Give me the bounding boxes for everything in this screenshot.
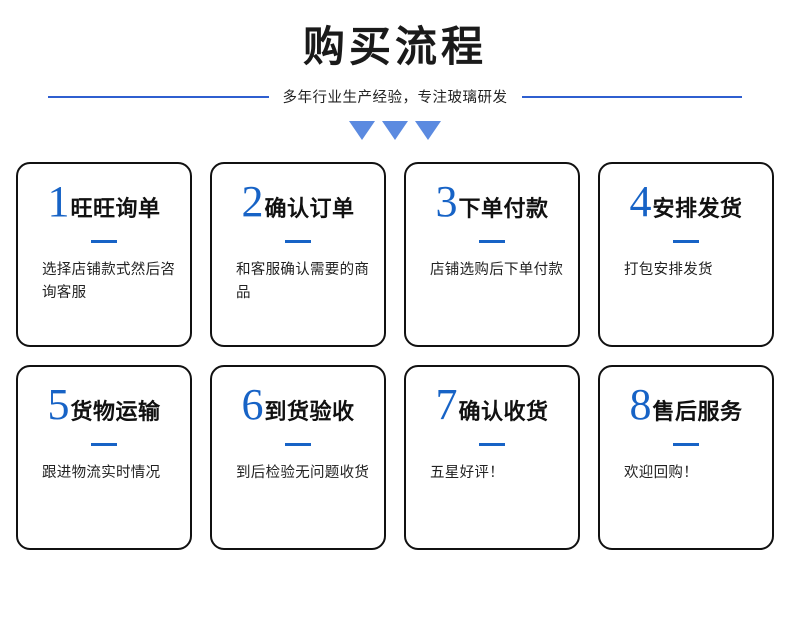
step-number: 5 (47, 380, 70, 430)
step-description: 选择店铺款式然后咨询客服 (42, 262, 176, 301)
page-header: 购买流程 多年行业生产经验，专注玻璃研发 (0, 0, 790, 141)
step-number: 6 (241, 380, 264, 430)
step-title: 售后服务 (652, 399, 743, 425)
page-subtitle: 多年行业生产经验，专注玻璃研发 (282, 90, 508, 107)
step-header: 7 确认收货 (420, 383, 564, 427)
step-card: 4 安排发货 打包安排发货 (598, 162, 774, 348)
step-title: 到货验收 (264, 399, 355, 425)
triangle-down-icon (415, 121, 441, 141)
arrow-group (0, 121, 790, 141)
step-description: 欢迎回购！ (624, 465, 698, 482)
step-divider (91, 240, 117, 244)
step-header: 1 旺旺询单 (32, 180, 176, 224)
step-divider (479, 443, 505, 447)
steps-grid: 1 旺旺询单 选择店铺款式然后咨询客服 2 确认订单 和客服确认需要的商品 3 … (15, 162, 775, 551)
step-card: 7 确认收货 五星好评！ (404, 365, 580, 551)
subtitle-row: 多年行业生产经验，专注玻璃研发 (0, 86, 790, 107)
step-header: 2 确认订单 (226, 180, 370, 224)
step-number: 4 (629, 177, 652, 227)
step-title: 货物运输 (70, 399, 161, 425)
rule-left (48, 95, 269, 98)
step-number: 7 (435, 380, 458, 430)
rule-right (521, 95, 742, 98)
step-header: 6 到货验收 (226, 383, 370, 427)
step-description: 五星好评！ (430, 465, 504, 482)
step-number: 2 (241, 177, 264, 227)
step-header: 3 下单付款 (420, 180, 564, 224)
step-title: 旺旺询单 (70, 196, 161, 222)
step-title: 下单付款 (458, 196, 549, 222)
step-divider (285, 240, 311, 244)
page-title: 购买流程 (302, 23, 487, 70)
step-card: 2 确认订单 和客服确认需要的商品 (210, 162, 386, 348)
step-header: 5 货物运输 (32, 383, 176, 427)
step-card: 6 到货验收 到后检验无问题收货 (210, 365, 386, 551)
step-title: 确认订单 (264, 196, 355, 222)
triangle-down-icon (382, 121, 408, 141)
step-title: 确认收货 (458, 399, 549, 425)
step-description: 店铺选购后下单付款 (430, 262, 564, 279)
step-title: 安排发货 (652, 196, 743, 222)
step-number: 3 (435, 177, 458, 227)
step-header: 8 售后服务 (614, 383, 758, 427)
step-divider (673, 443, 699, 447)
step-divider (91, 443, 117, 447)
step-description: 打包安排发货 (624, 262, 713, 279)
step-number: 1 (47, 177, 70, 227)
step-card: 5 货物运输 跟进物流实时情况 (16, 365, 192, 551)
step-divider (673, 240, 699, 244)
step-divider (479, 240, 505, 244)
step-description: 到后检验无问题收货 (236, 465, 370, 482)
step-header: 4 安排发货 (614, 180, 758, 224)
step-card: 1 旺旺询单 选择店铺款式然后咨询客服 (16, 162, 192, 348)
step-number: 8 (629, 380, 652, 430)
step-card: 8 售后服务 欢迎回购！ (598, 365, 774, 551)
step-card: 3 下单付款 店铺选购后下单付款 (404, 162, 580, 348)
step-divider (285, 443, 311, 447)
step-description: 和客服确认需要的商品 (236, 262, 370, 301)
step-description: 跟进物流实时情况 (42, 465, 161, 482)
triangle-down-icon (349, 121, 375, 141)
